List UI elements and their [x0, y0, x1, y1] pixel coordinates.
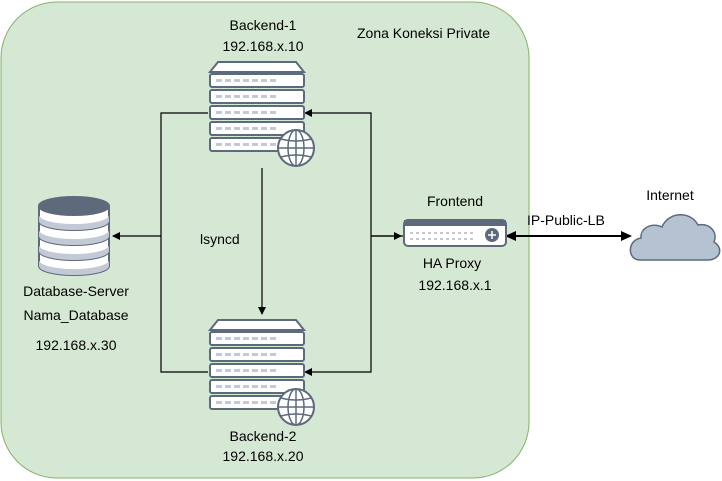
internet-link-arrow-right: [621, 231, 632, 241]
sync-label: lsyncd: [200, 231, 240, 247]
frontend-title: Frontend: [427, 193, 483, 209]
connector-backend1-database: [112, 112, 208, 240]
backend2-globe-icon: [277, 388, 315, 426]
load-balancer-icon: [403, 219, 507, 247]
internet-label: Internet: [646, 187, 694, 203]
cloud-icon: [629, 214, 721, 261]
backend2-name: Backend-2: [230, 428, 297, 444]
internet-link-arrow-left: [505, 231, 516, 241]
private-zone: [0, 1, 530, 479]
zone-label: Zona Koneksi Private: [357, 25, 490, 41]
backend2-ip: 192.168.x.20: [223, 448, 304, 464]
backend1-name: Backend-1: [230, 17, 297, 33]
database-ip: 192.168.x.30: [36, 337, 117, 353]
database-name: Database-Server: [23, 283, 129, 299]
frontend-name: HA Proxy: [423, 255, 481, 271]
frontend-ip: 192.168.x.1: [418, 277, 491, 293]
backend1-ip: 192.168.x.10: [223, 38, 304, 54]
connector-backend2-database: [160, 236, 208, 373]
connectors: [112, 109, 403, 376]
backend2-server-icon: [207, 319, 307, 410]
backend1-server-icon: [207, 61, 307, 152]
backend1-globe-icon: [277, 129, 315, 167]
database-cylinder-icon: [38, 196, 110, 276]
link-label: IP-Public-LB: [527, 212, 605, 228]
connector-frontend-backend2: [304, 236, 372, 376]
database-db: Nama_Database: [23, 307, 128, 323]
